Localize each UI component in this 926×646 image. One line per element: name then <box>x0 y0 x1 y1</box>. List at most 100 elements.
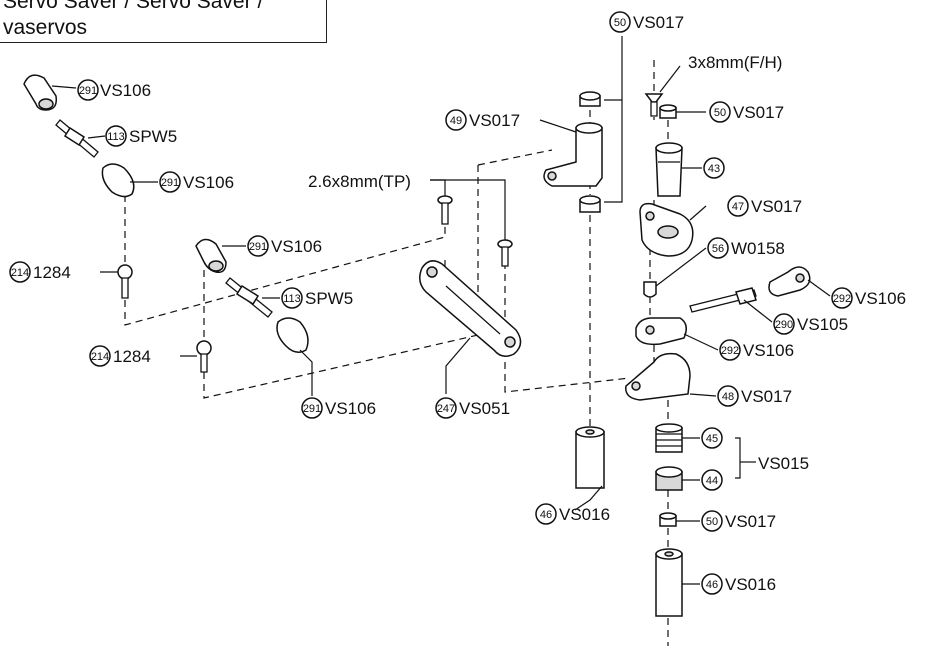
callout-number: 290 <box>775 319 793 331</box>
callout-code: VS017 <box>741 387 792 406</box>
callout-code: VS017 <box>469 111 520 130</box>
callout-number: 292 <box>833 293 851 305</box>
sleeve-part <box>655 142 683 197</box>
callout-50: 50 VS017 <box>701 510 776 532</box>
callout-code: VS105 <box>797 315 848 334</box>
collar-part <box>659 512 677 527</box>
callout-44: 44 <box>701 469 723 491</box>
ball-stud-part <box>117 264 133 299</box>
callout-291: 291 VS106 <box>301 397 376 419</box>
group-vs015-label: VS015 <box>758 454 809 473</box>
title-line-2: vaservos <box>3 16 88 39</box>
callout-code: VS106 <box>183 173 234 192</box>
callout-43: 43 <box>703 157 725 179</box>
callout-number: 291 <box>249 241 267 253</box>
callout-number: 47 <box>732 201 744 213</box>
callout-50: 50 VS017 <box>609 11 684 33</box>
callout-code: VS016 <box>725 575 776 594</box>
callout-code: VS017 <box>633 13 684 32</box>
collar-part <box>579 195 601 213</box>
callout-113: 113 SPW5 <box>105 125 177 147</box>
turnbuckle-part <box>225 277 273 318</box>
callout-number: 46 <box>540 509 552 521</box>
callout-number: 214 <box>11 267 29 279</box>
callout-number: 113 <box>283 293 301 305</box>
ball-part <box>643 281 657 298</box>
title-line-1: Servo Saver / Servo Saver / <box>3 0 264 13</box>
callout-code: VS017 <box>725 512 776 531</box>
servo-arm-plate-part <box>419 260 522 357</box>
callout-50: 50 VS017 <box>709 101 784 123</box>
callout-number: 56 <box>712 243 724 255</box>
callout-number: 50 <box>614 17 626 29</box>
callout-code: VS017 <box>751 197 802 216</box>
callout-code: VS106 <box>325 399 376 418</box>
ball-stud-part <box>196 340 212 373</box>
callout-292: 292 VS106 <box>831 287 906 309</box>
saver-arm-lower-part <box>625 352 691 401</box>
callout-214: 214 1284 <box>89 345 151 367</box>
fh-screw-part <box>644 93 664 117</box>
callout-code: VS106 <box>271 237 322 256</box>
ball-cup-part <box>276 317 309 353</box>
callout-code: VS017 <box>733 103 784 122</box>
callout-number: 46 <box>706 579 718 591</box>
callout-number: 291 <box>303 403 321 415</box>
servo-saver-arm-part <box>543 122 603 187</box>
collar-part <box>579 91 601 107</box>
turnbuckle-part <box>55 119 99 158</box>
collar-part <box>659 104 677 119</box>
post-part <box>575 426 605 489</box>
callout-code: 1284 <box>33 263 71 282</box>
callout-number: 44 <box>706 475 718 487</box>
ball-end-part <box>768 266 811 297</box>
callout-214: 214 1284 <box>9 261 71 283</box>
callout-number: 291 <box>161 177 179 189</box>
ball-cup-part <box>195 238 227 274</box>
callout-number: 50 <box>714 107 726 119</box>
parts <box>23 74 811 617</box>
callout-47: 47 VS017 <box>727 195 802 217</box>
callout-291: 291 VS106 <box>247 235 322 257</box>
callout-number: 292 <box>721 345 739 357</box>
screw-fh-label: 3x8mm(F/H) <box>688 53 782 72</box>
callout-290: 290 VS105 <box>773 313 848 335</box>
callout-291: 291 VS106 <box>159 171 234 193</box>
ball-cup-part <box>101 163 135 198</box>
callout-code: 1284 <box>113 347 151 366</box>
callout-number: 50 <box>706 516 718 528</box>
tp-screw-part <box>497 239 513 267</box>
callout-code: SPW5 <box>129 127 177 146</box>
screw-tp-label: 2.6x8mm(TP) <box>308 172 411 191</box>
callout-247: 247 VS051 <box>435 397 510 419</box>
callout-48: 48 VS017 <box>717 385 792 407</box>
callout-46: 46 VS016 <box>535 503 610 525</box>
callout-113: 113 SPW5 <box>281 287 353 309</box>
callout-code: VS016 <box>559 505 610 524</box>
callout-number: 247 <box>437 403 455 415</box>
callout-number: 291 <box>79 85 97 97</box>
callout-number: 45 <box>706 433 718 445</box>
callout-56: 56 W0158 <box>707 237 785 259</box>
callout-number: 48 <box>722 391 734 403</box>
callout-code: W0158 <box>731 239 785 258</box>
callout-45: 45 <box>701 427 723 449</box>
threaded-rod-part <box>689 287 757 313</box>
callout-46: 46 VS016 <box>701 573 776 595</box>
callout-code: VS051 <box>459 399 510 418</box>
callout-292: 292 VS106 <box>719 339 794 361</box>
callout-291: 291 VS106 <box>77 79 151 101</box>
callouts: 291 VS106 113 SPW5 291 VS106 214 1284 29… <box>9 11 906 595</box>
callout-code: VS106 <box>743 341 794 360</box>
spring-part <box>655 423 683 453</box>
callout-number: 49 <box>450 115 462 127</box>
ball-end-part <box>635 317 687 346</box>
ball-cup-part <box>23 74 58 111</box>
title-box: Servo Saver / Servo Saver / vaservos <box>0 0 327 43</box>
callout-number: 113 <box>107 131 125 143</box>
saver-arm-upper-part <box>639 202 694 257</box>
callout-code: VS106 <box>855 289 906 308</box>
leader-lines <box>51 36 831 585</box>
callout-number: 214 <box>91 351 109 363</box>
